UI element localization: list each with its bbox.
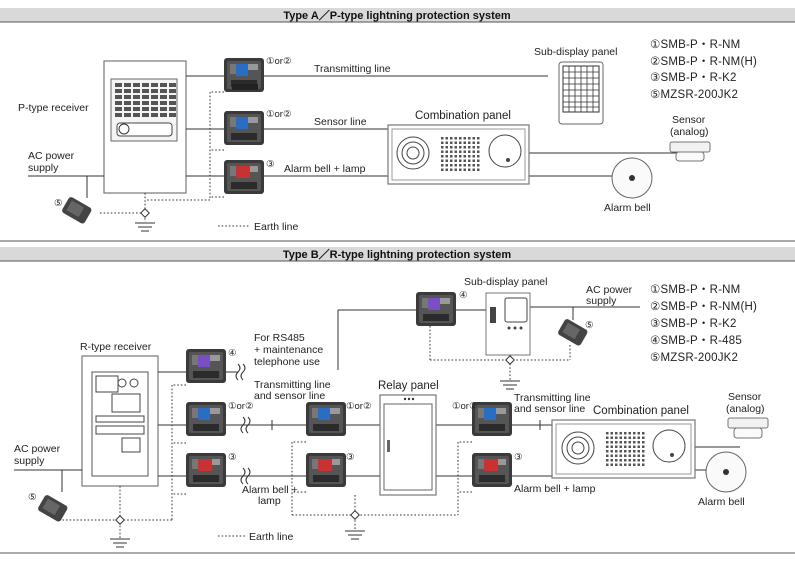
arrester-5-b-left: [38, 495, 68, 522]
legend-b-5: ⑤MZSR-200JK2: [650, 352, 738, 364]
legend-a-3: ③SMB-P・R-K2: [650, 72, 737, 84]
num-1or2-a2: ①or②: [266, 109, 292, 120]
r-receiver-label: R-type receiver: [80, 341, 152, 353]
num-1or2-mid: ①or②: [346, 401, 372, 412]
ac-supply-label-b: supply: [14, 455, 45, 467]
tx-sensor-left-1: Transmitting line: [254, 379, 331, 391]
ac-supply-label-a: supply: [28, 162, 59, 174]
sub-display-label-a: Sub-display panel: [534, 46, 617, 58]
type-a-header: Type A／P-type lightning protection syste…: [283, 9, 511, 22]
alarm-bell-lamp-label-a: Alarm bell + lamp: [284, 163, 366, 175]
alarm-bell-lamp-b-1: Alarm bell +: [242, 484, 298, 496]
num-1or2-right: ①or②: [452, 401, 478, 412]
tx-sensor-left-2: and sensor line: [254, 390, 325, 402]
legend-a-1: ①SMB-P・R-NM: [650, 39, 740, 51]
legend-b-1: ①SMB-P・R-NM: [650, 284, 740, 296]
ac-power-label-b: AC power: [14, 443, 61, 455]
ac-power-label-a: AC power: [28, 150, 75, 162]
num-3-mid: ③: [346, 452, 355, 463]
num-5-a: ⑤: [54, 198, 63, 209]
rs485-label-2: + maintenance: [254, 344, 323, 356]
sensor-label-a: Sensor: [672, 114, 706, 126]
earth-line-label-a: Earth line: [254, 221, 299, 233]
sensor-b: [727, 417, 769, 439]
sensor-line-label: Sensor line: [314, 116, 367, 128]
ac-power-label-b-right: AC power: [586, 284, 633, 296]
num-4-left: ④: [228, 348, 237, 359]
rs485-label-1: For RS485: [254, 332, 305, 344]
alarm-bell-lamp-b-2: lamp: [258, 495, 281, 507]
arrester-5-b-right: [558, 319, 588, 346]
type-b-header-bar: [0, 247, 795, 261]
num-3-right: ③: [514, 452, 523, 463]
combination-panel-a: [387, 124, 530, 185]
relay-panel-label: Relay panel: [378, 380, 439, 392]
r-type-receiver: [81, 355, 159, 487]
num-4-top: ④: [459, 290, 468, 301]
p-receiver-label: P-type receiver: [18, 102, 89, 114]
analog-label-a: (analog): [670, 126, 709, 138]
legend-b-2: ②SMB-P・R-NM(H): [650, 301, 757, 313]
sensor-label-b: Sensor: [728, 391, 762, 403]
tx-sensor-right-1: Transmitting line: [514, 392, 591, 404]
sub-display-label-b: Sub-display panel: [464, 276, 547, 288]
tx-sensor-right-2: and sensor line: [514, 403, 585, 415]
combination-panel-b: [551, 419, 696, 479]
num-1or2-a1: ①or②: [266, 56, 292, 67]
arrester-5-a: [62, 197, 92, 224]
ac-supply-label-b-right: supply: [586, 295, 617, 307]
alarm-bell-label-b: Alarm bell: [698, 496, 745, 508]
type-b-header: Type B／R-type lightning protection syste…: [283, 248, 512, 261]
alarm-bell-a: [611, 157, 653, 199]
alarm-bell-b: [705, 451, 747, 493]
transmitting-line-label: Transmitting line: [314, 63, 391, 75]
rs485-label-3: telephone use: [254, 356, 320, 368]
combination-panel-label-a: Combination panel: [415, 110, 511, 122]
num-1or2-left: ①or②: [228, 401, 254, 412]
num-5-b-right: ⑤: [585, 320, 594, 331]
sub-display-panel-a: [558, 61, 604, 125]
alarm-bell-label-a: Alarm bell: [604, 202, 651, 214]
earth-line-label-b: Earth line: [249, 531, 294, 543]
num-5-b-left: ⑤: [28, 492, 37, 503]
alarm-bell-lamp-b-right: Alarm bell + lamp: [514, 483, 596, 495]
type-a-header-bar: [0, 8, 795, 22]
relay-panel: [379, 394, 437, 496]
num-3-left: ③: [228, 452, 237, 463]
legend-a-2: ②SMB-P・R-NM(H): [650, 56, 757, 68]
legend-a-4: ⑤MZSR-200JK2: [650, 89, 738, 101]
legend-b-3: ③SMB-P・R-K2: [650, 318, 737, 330]
p-type-receiver: [103, 60, 187, 194]
analog-label-b: (analog): [726, 403, 765, 415]
num-3-a: ③: [266, 159, 275, 170]
combination-panel-label-b: Combination panel: [593, 405, 689, 417]
sensor-a: [669, 141, 711, 162]
legend-b-4: ④SMB-P・R-485: [650, 335, 742, 347]
sub-display-panel-b: [485, 292, 531, 356]
